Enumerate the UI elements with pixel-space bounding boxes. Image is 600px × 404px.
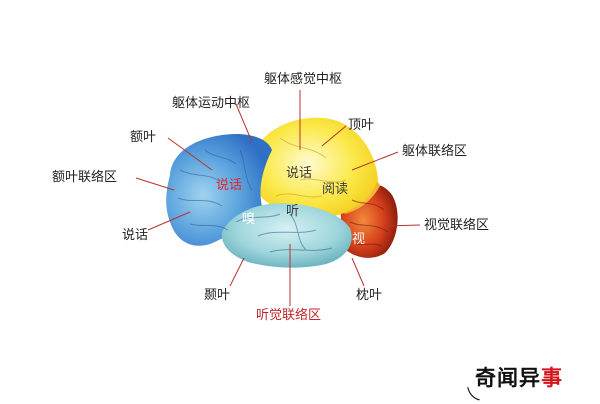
label-parietal-lobe: 顶叶	[348, 118, 375, 133]
leader-frontal	[167, 137, 213, 171]
leader-occipital	[351, 257, 365, 287]
watermark: 奇闻异事	[475, 366, 563, 390]
label-motor-cortex: 躯体运动中枢	[172, 96, 251, 111]
gyri-lines	[177, 149, 333, 253]
region-reading: 阅读	[322, 182, 349, 197]
watermark-accent: 事	[541, 366, 563, 390]
region-speech-frontal: 说话	[216, 178, 243, 193]
region-speech-top: 说话	[286, 166, 313, 181]
leader-lines	[135, 90, 421, 306]
label-speech: 说话	[122, 228, 149, 243]
label-somatosensory-association: 躯体联络区	[402, 144, 468, 159]
label-temporal-lobe: 颞叶	[204, 288, 231, 303]
watermark-mark: 乀	[465, 384, 482, 403]
leader-parietal	[321, 125, 347, 147]
region-vision: 视	[352, 232, 366, 247]
leader-temporal	[229, 257, 245, 287]
label-frontal-lobe: 额叶	[130, 130, 157, 145]
leader-frontal-assoc	[135, 177, 175, 191]
label-occipital-lobe: 枕叶	[356, 288, 383, 303]
label-frontal-association: 额叶联络区	[52, 170, 118, 185]
leader-visual-assoc	[383, 224, 421, 227]
parietal-region	[251, 117, 378, 219]
label-sensory-cortex: 躯体感觉中枢	[264, 72, 343, 87]
leader-motor	[235, 103, 253, 143]
label-visual-association: 视觉联络区	[424, 218, 490, 233]
region-smell: 嗅	[242, 212, 256, 227]
region-hearing: 听	[286, 204, 300, 219]
leader-speech-left	[147, 211, 191, 231]
label-auditory-association: 听觉联络区	[256, 308, 322, 323]
leader-somato-assoc	[351, 151, 399, 171]
watermark-text: 奇闻异	[475, 366, 541, 390]
temporal-region	[221, 203, 352, 268]
